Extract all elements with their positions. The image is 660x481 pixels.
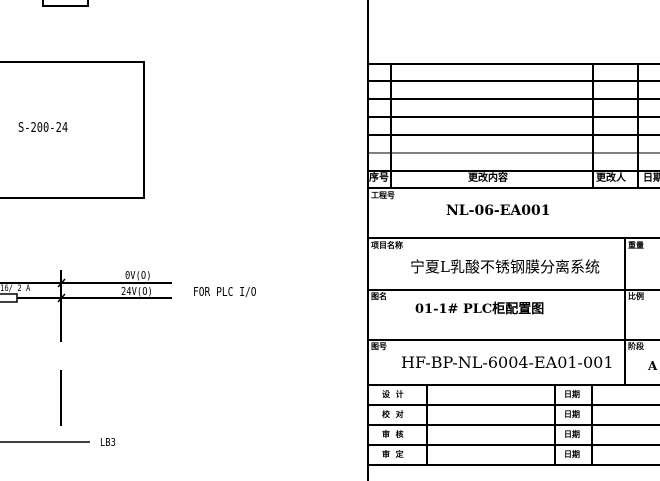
weight-label: 重量	[628, 241, 644, 250]
rev-content-header: 更改内容	[468, 173, 508, 184]
fuse-label: 16/ 2 A	[0, 284, 31, 294]
drawing-name-value: 01-1# PLC柜配置图	[415, 302, 545, 317]
role-label: 校 对	[382, 410, 404, 419]
stage-value: A	[648, 359, 658, 373]
title-block-grid	[367, 0, 660, 481]
power-supply-box	[0, 61, 145, 199]
date-label: 日期	[564, 390, 580, 399]
rev-date-header: 日期	[643, 173, 660, 184]
project-no-label: 工程号	[371, 191, 395, 200]
rev-changer-header: 更改人	[596, 173, 626, 184]
rev-no-header: 序号	[369, 173, 389, 184]
drawing-no-value: HF-BP-NL-6004-EA01-001	[401, 353, 614, 372]
scale-label: 比例	[628, 292, 644, 301]
role-label: 审 核	[382, 430, 404, 439]
drawing-name-label: 图名	[371, 292, 387, 301]
date-label: 日期	[564, 450, 580, 459]
junction-mark	[57, 293, 66, 303]
project-name-value: 宁夏L乳酸不锈钢膜分离系统	[410, 258, 600, 276]
component-box-top	[42, 0, 89, 7]
junction-mark	[57, 278, 66, 288]
date-label: 日期	[564, 410, 580, 419]
drawing-no-label: 图号	[371, 342, 387, 351]
lb3-label: LB3	[100, 436, 116, 449]
rail-24v-label: 24V(O)	[121, 285, 153, 298]
stage-label: 阶段	[628, 342, 644, 351]
role-label: 审 定	[382, 450, 404, 459]
role-label: 设 计	[382, 390, 404, 399]
psu-model-label: S-200-24	[18, 121, 69, 136]
date-label: 日期	[564, 430, 580, 439]
project-no-value: NL-06-EA001	[446, 203, 551, 219]
project-name-label: 项目名称	[371, 241, 403, 250]
fuse-symbol	[0, 293, 18, 303]
rail-0v-label: 0V(O)	[125, 269, 152, 282]
plc-io-note: FOR PLC I/O	[193, 285, 257, 299]
